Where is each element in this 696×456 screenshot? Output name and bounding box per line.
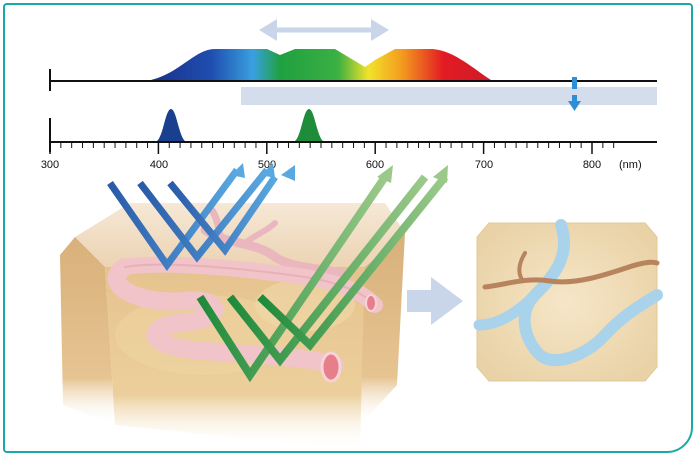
green-arrowhead-2 <box>433 165 448 183</box>
blue-narrowband-peak <box>155 109 187 142</box>
deep-vessel-branch <box>473 289 541 331</box>
down-arrow-icon <box>568 77 581 111</box>
tick-label-400: 400 <box>150 159 168 171</box>
axis-unit-label: (nm) <box>619 159 642 171</box>
green-narrowband-peak <box>293 109 325 142</box>
result-image-panel <box>473 219 663 382</box>
blue-arrowhead-1 <box>231 163 245 178</box>
surface-capillary <box>482 259 660 290</box>
vessel-cross-section-small <box>365 294 377 312</box>
blue-light-paths <box>107 167 278 272</box>
axis-minor-ticks <box>49 142 615 154</box>
right-arrow-icon <box>407 277 463 325</box>
diagram-frame: 300 400 500 600 700 800 (nm) <box>3 3 693 453</box>
tick-label-600: 600 <box>366 159 384 171</box>
double-arrow-icon <box>259 19 389 41</box>
vessel-cross-section <box>320 351 342 383</box>
wavelength-band <box>241 87 657 105</box>
surface-capillary-branch <box>517 251 527 283</box>
broadband-spectrum <box>151 49 491 80</box>
green-light-paths <box>196 174 449 383</box>
green-arrowhead-1 <box>377 165 393 183</box>
diagram-canvas: 300 400 500 600 700 800 (nm) <box>41 19 663 450</box>
blue-arrowhead-3 <box>281 165 295 181</box>
deep-vessel <box>518 219 663 367</box>
tick-label-800: 800 <box>583 159 601 171</box>
tick-label-700: 700 <box>475 159 493 171</box>
blue-arrowhead-2 <box>261 163 275 178</box>
tick-label-300: 300 <box>41 159 59 171</box>
